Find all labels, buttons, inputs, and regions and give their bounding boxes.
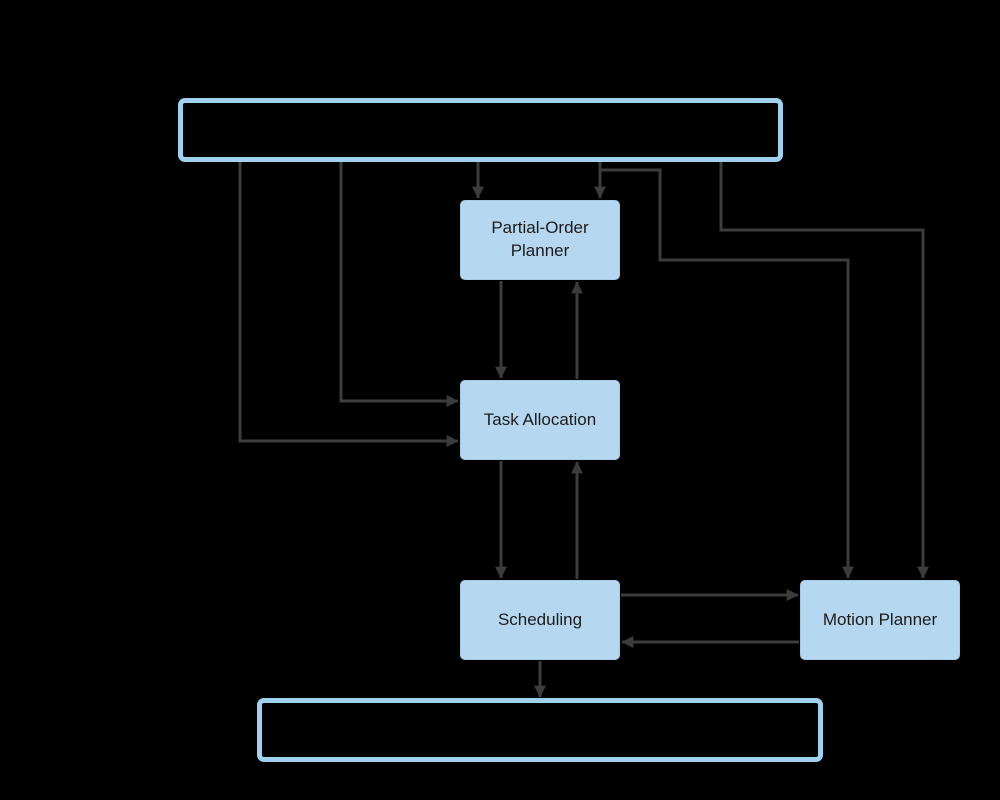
edge-top-container-to-task-allocation	[238, 157, 459, 447]
top-container-box	[178, 98, 783, 162]
node-label-partial-order-planner: Partial-Order Planner	[491, 218, 589, 260]
node-label-task-allocation: Task Allocation	[483, 409, 597, 429]
node-motion-planner: Motion Planner	[800, 580, 960, 660]
node-label-scheduling: Scheduling	[497, 609, 583, 629]
edge-top-container-to-motion-planner	[719, 157, 929, 579]
edge-top-container-to-motion-planner	[600, 168, 854, 579]
edge-top-container-to-task-allocation	[339, 157, 459, 407]
node-partial-order-planner: Partial-Order Planner	[460, 200, 620, 280]
node-scheduling: Scheduling	[460, 580, 620, 660]
bottom-container-box	[257, 698, 823, 762]
node-label-motion-planner: Motion Planner	[822, 609, 938, 629]
node-task-allocation: Task Allocation	[460, 380, 620, 460]
